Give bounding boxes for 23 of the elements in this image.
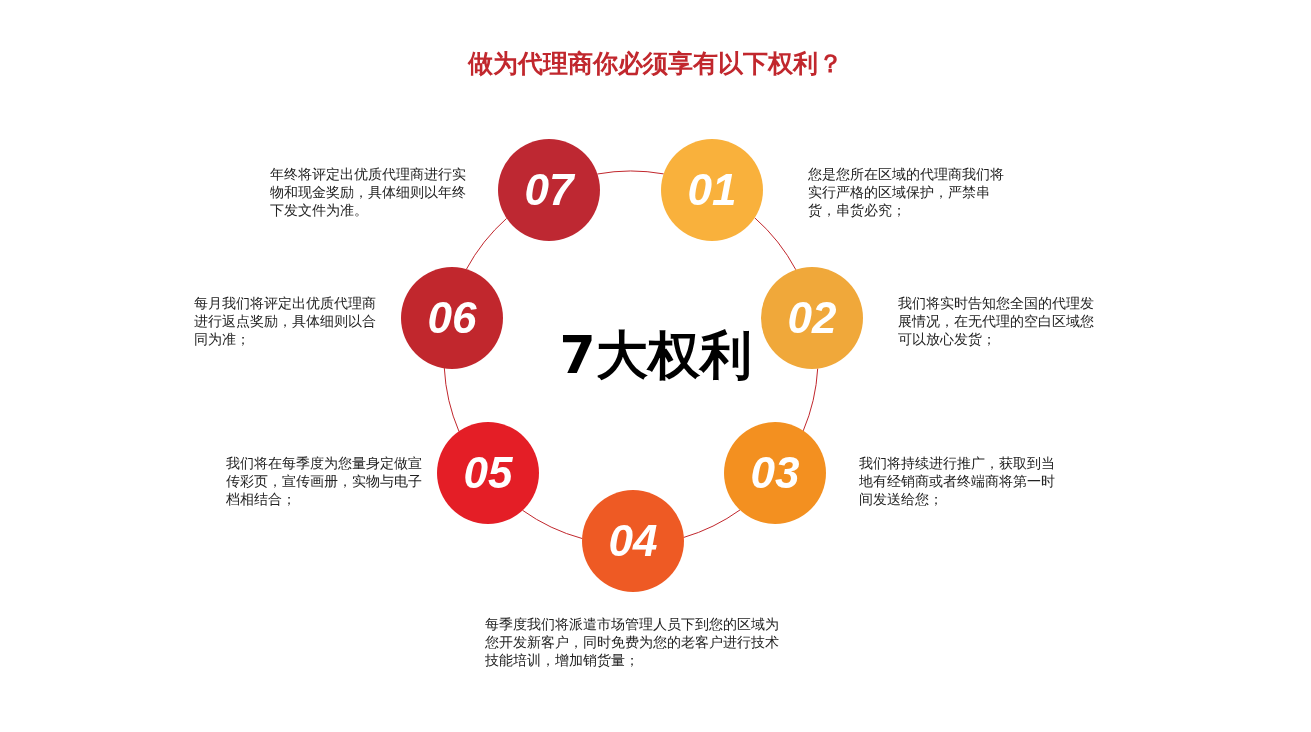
step-number: 03 [749, 447, 801, 499]
description-text: 我们将在每季度为您量身定做宣传彩页，宣传画册，实物与电子档相结合； [226, 454, 422, 508]
step-number: 04 [607, 515, 659, 567]
ring-arc [683, 509, 741, 538]
ring-arc [596, 170, 665, 175]
title: 做为代理商你必须享有以下权利？ [466, 48, 844, 80]
ring-arc [443, 367, 460, 432]
description-text: 每季度我们将派遣市场管理人员下到您的区域为您开发新客户，同时免费为您的老客户进行技术技能培训，增加销货量； [485, 615, 780, 669]
step-number: 05 [462, 447, 514, 499]
step-number: 06 [426, 292, 478, 344]
ring-arc [802, 368, 819, 432]
description-text: 您是您所在区域的代理商我们将实行严格的区域保护，严禁串货，串货必究； [808, 165, 1005, 219]
ring-arc [521, 509, 583, 540]
description-text: 我们将持续进行推广，获取到当地有经销商或者终端商将第一时间发送给您； [859, 454, 1056, 508]
step-number: 01 [686, 164, 738, 216]
ring-arc [754, 217, 797, 271]
description-text: 每月我们将评定出优质代理商进行返点奖励，具体细则以合同为准； [194, 294, 377, 348]
step-number: 07 [523, 164, 576, 216]
ring-arc [465, 217, 508, 270]
step-number: 02 [786, 292, 838, 344]
description-text: 我们将实时告知您全国的代理发展情况，在无代理的空白区域您可以放心发货； [898, 294, 1095, 348]
description-text: 年终将评定出优质代理商进行实物和现金奖励，具体细则以年终下发文件为准。 [270, 165, 466, 219]
center-heading: 7大权利 [559, 325, 752, 385]
